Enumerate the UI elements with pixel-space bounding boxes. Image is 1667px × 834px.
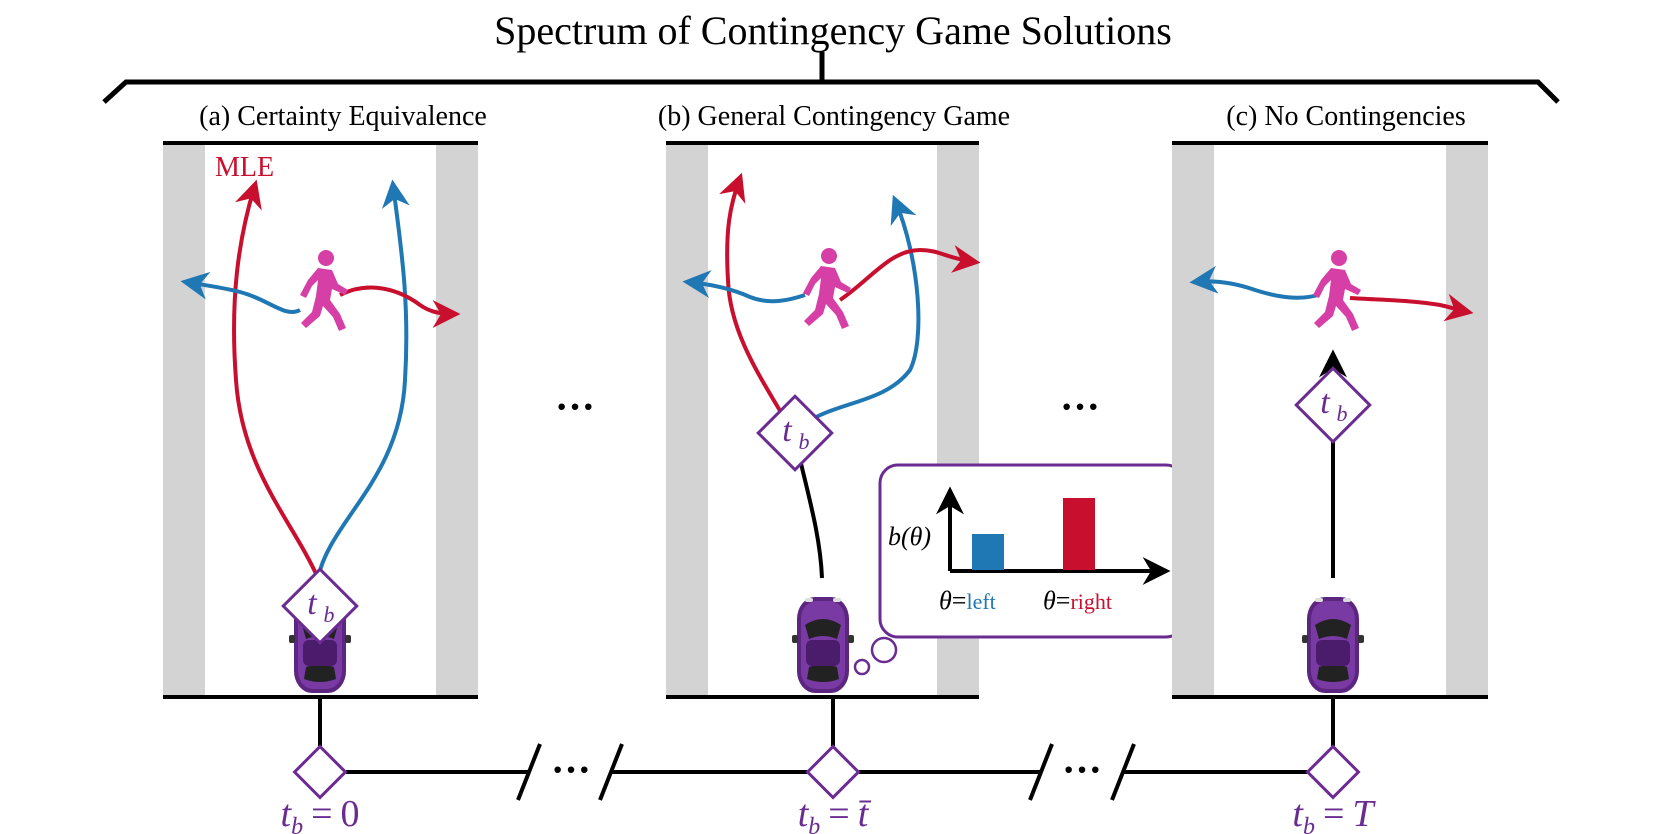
branch-time-sub: b: [799, 429, 810, 454]
timeline-label-lhs: t: [798, 793, 810, 834]
panel-b-title: (b) General Contingency Game: [658, 101, 1010, 132]
belief-box-frame: [878, 463, 1186, 639]
panel-ellipsis-1: ···: [555, 384, 595, 429]
diamond-icon: [1305, 744, 1361, 800]
timeline-break: [598, 743, 624, 801]
branch-diamond: t b: [756, 394, 834, 472]
mle-label: MLE: [215, 152, 274, 183]
timeline-label-sub: b: [808, 814, 820, 834]
pedestrian-left-path: [1189, 265, 1319, 300]
pedestrian-icon: [803, 248, 851, 329]
thought-bubble-icon: [853, 658, 871, 676]
diamond-icon: [292, 744, 348, 800]
timeline-label-T: tb =T: [1292, 793, 1376, 834]
car-icon: [792, 597, 854, 693]
diamond-icon: [805, 744, 861, 800]
car-icon: [1302, 597, 1364, 693]
red-trajectory: [719, 172, 797, 438]
branch-time-sub: b: [324, 602, 335, 627]
timeline-label-rhs: T: [1352, 793, 1376, 834]
timeline-break: [516, 743, 542, 801]
timeline-label-lhs: t: [281, 793, 293, 834]
panel-c-title: (c) No Contingencies: [1226, 101, 1466, 132]
timeline-label-sub: b: [1303, 814, 1315, 834]
branch-time-symbol: t: [1320, 384, 1331, 421]
belief-name-right: right: [1070, 589, 1112, 614]
panel-b: t b b(θ) θ=left θ=right: [666, 141, 1186, 699]
belief-theta-left: θ: [939, 586, 952, 615]
pedestrian-left-path: [180, 271, 301, 314]
branch-time-symbol: t: [782, 412, 793, 449]
timeline-label-lhs: t: [1292, 793, 1304, 834]
panel-a: MLE t b: [163, 141, 478, 699]
timeline-label-eq: =: [311, 793, 332, 834]
blue-trajectory: [316, 179, 410, 579]
sidewalk-left: [1172, 143, 1214, 696]
timeline-label-rhs: t̄: [858, 793, 872, 834]
red-trajectory: [232, 179, 320, 579]
belief-name-left: left: [966, 589, 995, 614]
belief-xlabel-left: θ=left: [939, 586, 996, 615]
belief-eq-right: =: [1056, 586, 1071, 615]
pedestrian-right-path: [838, 245, 981, 302]
pedestrian-left-path: [682, 270, 806, 304]
sidewalk-left: [666, 143, 708, 696]
belief-ylabel: b(θ): [888, 522, 931, 551]
timeline: ··· ··· tb=0 tb=t̄ tb=T: [281, 697, 1376, 834]
sidewalk-right: [1446, 143, 1488, 696]
timeline-label-eq: =: [828, 793, 849, 834]
thought-bubble-icon: [870, 636, 898, 664]
branch-time-symbol: t: [307, 585, 318, 622]
belief-theta-right: θ: [1043, 586, 1056, 615]
sidewalk-left: [163, 143, 205, 696]
timeline-label-sub: b: [291, 814, 303, 834]
belief-xlabel-right: θ=right: [1043, 586, 1112, 615]
title-brace: [102, 52, 1560, 104]
panel-c: t b: [1172, 141, 1488, 699]
panel-a-title: (a) Certainty Equivalence: [199, 101, 487, 132]
timeline-label-rhs: 0: [341, 793, 360, 834]
timeline-label-eq: =: [1323, 793, 1344, 834]
timeline-ellipsis-1: ···: [551, 747, 591, 792]
branch-diamond: t b: [281, 567, 359, 645]
pedestrian-icon: [300, 250, 348, 331]
figure-title: Spectrum of Contingency Game Solutions: [494, 8, 1172, 53]
branch-time-sub: b: [1337, 401, 1348, 426]
timeline-break: [1110, 743, 1136, 801]
branch-diamond: t b: [1294, 366, 1372, 444]
pedestrian-right-path: [339, 285, 461, 328]
belief-bar-left: [972, 534, 1004, 570]
panel-ellipsis-2: ···: [1060, 384, 1100, 429]
blue-trajectory: [793, 194, 921, 439]
belief-eq-left: =: [952, 586, 967, 615]
belief-bar-right: [1063, 498, 1095, 570]
sidewalk-right: [436, 143, 478, 696]
timeline-label-zero: tb =0: [281, 793, 360, 834]
timeline-break: [1028, 743, 1054, 801]
timeline-ellipsis-2: ···: [1062, 747, 1102, 792]
belief-box: b(θ) θ=left θ=right: [878, 463, 1186, 639]
pedestrian-icon: [1313, 250, 1361, 331]
pedestrian-right-path: [1349, 293, 1474, 322]
timeline-label-tbar: tb =t̄: [798, 793, 872, 834]
